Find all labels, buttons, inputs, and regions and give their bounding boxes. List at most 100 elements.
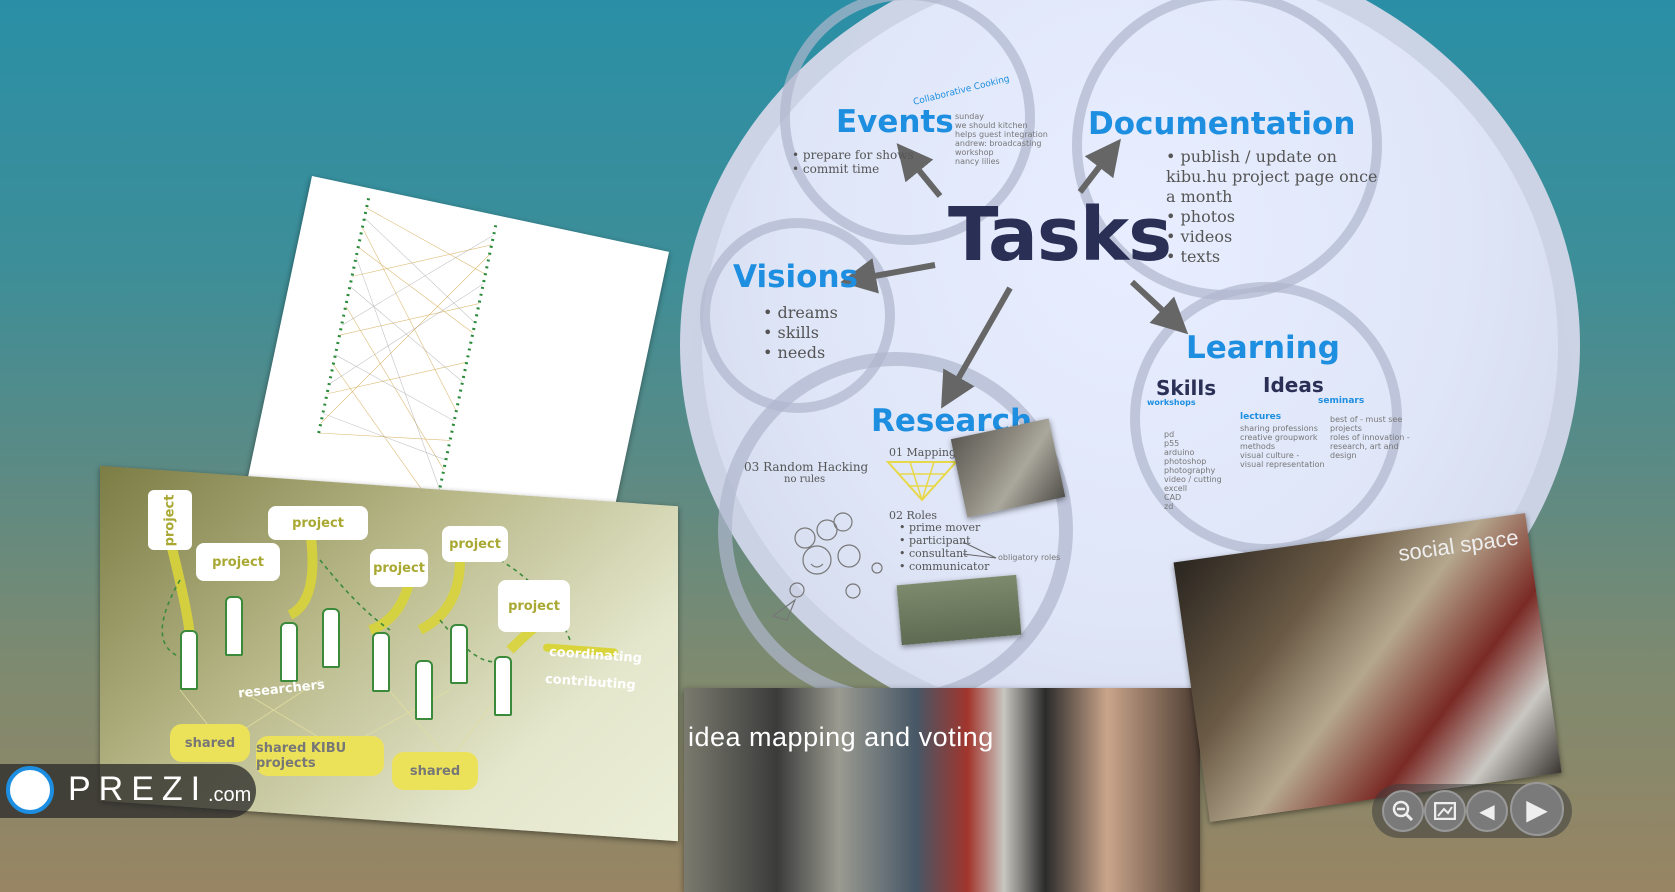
arrow-documentation bbox=[1077, 138, 1121, 194]
shared-box: shared bbox=[392, 752, 478, 790]
skills-list: pd p55 arduino photoshop photography vid… bbox=[1164, 430, 1222, 511]
no-rules-label: no rules bbox=[784, 474, 826, 485]
documentation-title: Documentation bbox=[1088, 106, 1356, 142]
researcher-figure bbox=[372, 632, 390, 692]
random-hacking-label: 03 Random Hacking bbox=[744, 460, 869, 474]
idea-mapping-caption: idea mapping and voting bbox=[688, 722, 994, 752]
seminars-item: best of - must see projects bbox=[1330, 415, 1403, 433]
mapping-label: 01 Mapping bbox=[889, 446, 957, 459]
events-bullets: prepare for shows commit time bbox=[792, 148, 914, 176]
lectures-list: sharing professions creative groupwork m… bbox=[1240, 424, 1325, 469]
project-card: project bbox=[442, 526, 508, 562]
researcher-figure bbox=[415, 660, 433, 720]
lectures-label: lectures bbox=[1240, 412, 1282, 422]
seminars-list: best of - must see projects roles of inn… bbox=[1330, 415, 1425, 460]
events-title: Events bbox=[836, 104, 954, 140]
prev-step-icon: ◀ bbox=[1479, 799, 1495, 823]
faces-sketch bbox=[771, 512, 883, 621]
events-ring bbox=[780, 0, 1035, 245]
visions-bullet: needs bbox=[763, 343, 838, 363]
visions-bullet: dreams bbox=[763, 303, 838, 323]
next-step-button[interactable]: ▶ bbox=[1510, 782, 1564, 836]
visions-title: Visions bbox=[733, 259, 858, 295]
collab-note: we should kitchen bbox=[955, 121, 1028, 130]
researcher-figure bbox=[280, 622, 298, 682]
researcher-figure bbox=[180, 630, 198, 690]
prezi-logo-text: PREZI bbox=[68, 770, 209, 808]
project-card: project bbox=[148, 490, 192, 550]
collab-note: sunday bbox=[955, 112, 985, 121]
lectures-item: sharing professions bbox=[1240, 424, 1318, 433]
visions-bullets: dreams skills needs bbox=[763, 303, 838, 363]
skills-item: pd bbox=[1164, 430, 1175, 439]
network-diagram-image bbox=[242, 176, 670, 580]
workshops-label: workshops bbox=[1147, 398, 1196, 407]
mapping-triangle bbox=[886, 461, 958, 502]
social-space-caption: social space bbox=[1396, 524, 1521, 567]
researcher-figure bbox=[494, 656, 512, 716]
documentation-bullet: publish / update on kibu.hu project page… bbox=[1166, 147, 1381, 207]
prezi-logo-suffix: .com bbox=[208, 784, 252, 806]
prezi-logo-icon bbox=[6, 766, 54, 814]
roles-photo bbox=[896, 574, 1022, 646]
roles-item: communicator bbox=[899, 560, 989, 573]
arrow-research bbox=[941, 286, 1013, 409]
project-card: project bbox=[268, 506, 368, 540]
documentation-bullet: texts bbox=[1166, 247, 1381, 267]
roles-label: 02 Roles bbox=[889, 509, 938, 522]
arrow-visions bbox=[840, 258, 936, 294]
ideas-heading: Ideas bbox=[1263, 373, 1324, 397]
shared-box: shared KIBU projects bbox=[256, 736, 384, 776]
project-card: project bbox=[498, 580, 570, 632]
collab-note: andrew: broadcasting workshop bbox=[955, 139, 1042, 157]
skills-item: CAD bbox=[1164, 493, 1182, 502]
researcher-figure bbox=[322, 608, 340, 668]
collab-note: nancy lilies bbox=[955, 157, 1000, 166]
seminars-label: seminars bbox=[1318, 396, 1365, 406]
project-card-label: project bbox=[162, 494, 178, 546]
zoom-out-icon bbox=[1392, 800, 1414, 822]
shared-box: shared bbox=[170, 724, 250, 762]
skills-item: arduino bbox=[1164, 448, 1195, 457]
obligatory-label: obligatory roles bbox=[998, 553, 1061, 562]
visions-bullet: skills bbox=[763, 323, 838, 343]
skills-heading: Skills bbox=[1156, 376, 1217, 400]
events-bullet: commit time bbox=[792, 162, 914, 176]
idea-mapping-photo: idea mapping and voting bbox=[684, 688, 1200, 892]
skills-item: p55 bbox=[1164, 439, 1180, 448]
researcher-figure bbox=[450, 624, 468, 684]
collab-notes: sunday we should kitchen helps guest int… bbox=[955, 112, 1055, 166]
zoom-out-button[interactable] bbox=[1382, 790, 1424, 832]
skills-item: zd bbox=[1164, 502, 1174, 511]
roles-item: consultant bbox=[899, 547, 989, 560]
researcher-figure bbox=[225, 596, 243, 656]
documentation-bullet: photos bbox=[1166, 207, 1381, 227]
obligatory-arrows bbox=[962, 541, 997, 559]
roles-item: prime mover bbox=[899, 521, 989, 534]
skills-item: photography bbox=[1164, 466, 1216, 475]
project-card: project bbox=[370, 549, 428, 587]
roles-list: prime mover participant consultant commu… bbox=[899, 521, 989, 573]
fit-screen-icon bbox=[1434, 802, 1456, 820]
documentation-bullets: publish / update on kibu.hu project page… bbox=[1166, 147, 1381, 267]
network-lines bbox=[316, 197, 498, 520]
tasks-title: Tasks bbox=[948, 192, 1172, 278]
documentation-bullet: videos bbox=[1166, 227, 1381, 247]
learning-title: Learning bbox=[1186, 330, 1340, 366]
lectures-item: creative groupwork methods bbox=[1240, 433, 1318, 451]
prezi-logo[interactable]: PREZI .com bbox=[0, 764, 256, 818]
events-bullet: prepare for shows bbox=[792, 148, 914, 162]
skills-item: photoshop bbox=[1164, 457, 1207, 466]
prev-step-button[interactable]: ◀ bbox=[1466, 790, 1508, 832]
project-card: project bbox=[196, 543, 280, 581]
skills-item: video / cutting bbox=[1164, 475, 1222, 484]
social-space-photo: social space bbox=[1173, 513, 1562, 822]
skills-item: excell bbox=[1164, 484, 1188, 493]
fit-screen-button[interactable] bbox=[1424, 790, 1466, 832]
arrow-learning bbox=[1129, 279, 1189, 335]
collab-note: helps guest integration bbox=[955, 130, 1048, 139]
next-step-icon: ▶ bbox=[1526, 792, 1548, 826]
roles-item: participant bbox=[899, 534, 989, 547]
seminars-item: roles of innovation - research, art and … bbox=[1330, 433, 1410, 460]
lectures-item: visual culture - visual representation bbox=[1240, 451, 1325, 469]
